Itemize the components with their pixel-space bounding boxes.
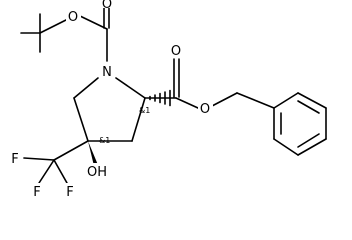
- phenyl-ring: [273, 92, 327, 156]
- bond-o-to-boc-carbonyl: [79, 15, 108, 30]
- fluorine-left-label: F: [11, 152, 18, 167]
- stereo-label-c4: &1: [99, 136, 110, 145]
- fluorine-bottom-right-label: F: [66, 185, 73, 200]
- bond-o-ch2: [211, 92, 238, 107]
- bond-n-c2: [115, 77, 146, 99]
- structure-drawing: N O O O O OH F F F &1 &1: [11, 0, 327, 200]
- molecule-svg: N O O O O OH F F F &1 &1: [11, 0, 327, 200]
- boc-ether-oxygen-label: O: [68, 10, 78, 25]
- bond-c5-n: [73, 77, 99, 99]
- bond-c4-c5: [73, 97, 89, 142]
- bond-cf3-f-bottom-right: [53, 159, 68, 184]
- bond-cf3-f-bottom-left: [38, 159, 55, 184]
- bond-cf3-f-left: [23, 157, 55, 161]
- fluorine-bottom-left-label: F: [33, 185, 40, 200]
- bond-ester-c-o-single: [175, 97, 199, 109]
- hydroxyl-label: OH: [87, 165, 107, 180]
- bond-c2-c3: [131, 97, 146, 142]
- stereo-label-c2: &1: [139, 106, 150, 115]
- ester-ether-oxygen-label: O: [200, 102, 210, 117]
- boc-carbonyl-oxygen-label: O: [102, 0, 112, 12]
- bond-c4-cf3: [53, 140, 89, 161]
- bond-ch2-phenyl: [236, 92, 275, 109]
- ester-carbonyl-oxygen-label: O: [171, 44, 181, 59]
- bond-tbu-to-o: [39, 19, 67, 34]
- bold-wedge-c4-oh: [88, 141, 98, 166]
- nitrogen-label: N: [102, 65, 112, 80]
